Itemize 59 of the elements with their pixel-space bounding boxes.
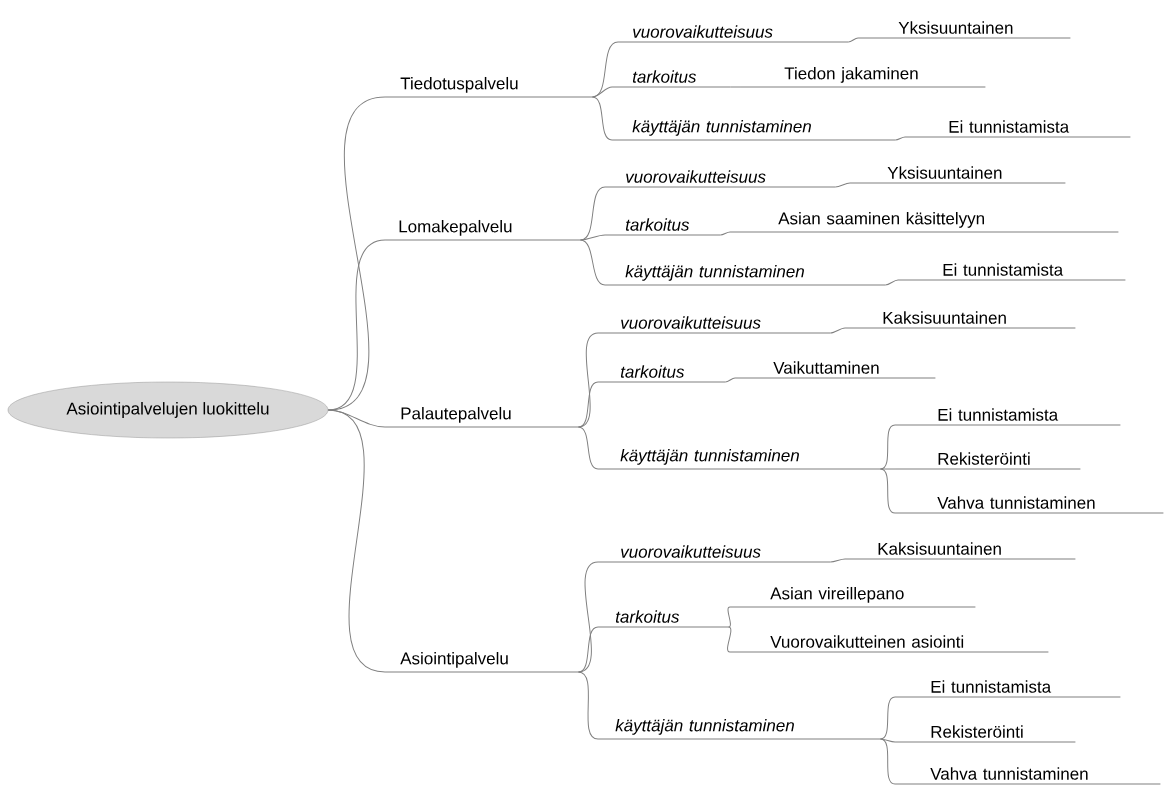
branch-label: Yksisuuntainen <box>857 21 1071 39</box>
connector-line <box>847 37 859 43</box>
branch-label: Vuorovaikutteinen asiointi <box>729 635 1049 653</box>
branch-label: Vahva tunnistaminen <box>894 767 1161 785</box>
branch-label: Rekisteröinti <box>894 725 1076 743</box>
branch-label: vuorovaikutteisuus <box>617 25 849 43</box>
branch-label: tarkoitus <box>597 610 729 628</box>
branch-label: Ei tunnistamista <box>904 120 1131 138</box>
connector-line <box>579 239 606 286</box>
branch-label: Lomakepalvelu <box>384 219 581 241</box>
branch-label: Yksisuuntainen <box>849 166 1066 184</box>
connector-line <box>577 626 599 673</box>
connector-line <box>591 86 613 98</box>
branch-label: käyttäjän tunnistaminen <box>611 119 896 141</box>
connector-line <box>834 182 851 188</box>
connector-line <box>327 409 386 673</box>
branch-label: Vaikuttaminen <box>734 361 936 379</box>
connector-line <box>879 468 896 470</box>
branch-label: vuorovaikutteisuus <box>604 170 836 188</box>
connector-line <box>879 468 896 514</box>
branch-label: Kaksisuuntainen <box>844 542 1076 560</box>
branch-label: käyttäjän tunnistaminen <box>604 264 886 286</box>
connector-line <box>829 558 846 563</box>
connector-line <box>879 738 896 743</box>
connector-line <box>327 239 386 411</box>
branch-label: käyttäjän tunnistaminen <box>597 448 881 470</box>
connector-line <box>879 696 896 740</box>
connector-line <box>884 279 899 286</box>
branch-label: vuorovaikutteisuus <box>597 545 831 563</box>
connector-line <box>829 327 846 334</box>
connector-line <box>577 426 599 470</box>
branch-label: Rekisteröinti <box>894 452 1081 470</box>
connector-line <box>727 606 731 628</box>
branch-label: Tiedon jakaminen <box>739 66 986 88</box>
connector-line <box>729 86 741 88</box>
connector-line <box>727 626 732 653</box>
branch-label: tarkoitus <box>597 365 726 383</box>
connector-line <box>577 381 599 428</box>
connector-line <box>894 136 906 141</box>
branch-label: Kaksisuuntainen <box>844 311 1076 329</box>
connector-line <box>879 738 896 785</box>
branch-label: Tiedotuspalvelu <box>384 76 593 98</box>
connector-line <box>724 377 736 383</box>
branch-label: Ei tunnistamista <box>897 263 1126 281</box>
connector-line <box>577 671 599 740</box>
branch-label: Asiointipalvelu <box>384 651 579 673</box>
branch-label: Asian vireillepano <box>729 586 976 608</box>
connector-line <box>719 231 731 236</box>
connector-line <box>591 96 613 141</box>
branch-label: Ei tunnistamista <box>894 408 1121 426</box>
branch-label: Vahva tunnistaminen <box>894 496 1164 514</box>
branch-label: Asian saaminen käsittelyyn <box>729 211 1119 233</box>
branch-label: Palautepalvelu <box>384 406 579 428</box>
connector-line <box>579 234 606 241</box>
branch-label: käyttäjän tunnistaminen <box>597 718 881 740</box>
branch-label: tarkoitus <box>611 70 731 88</box>
branch-label: Ei tunnistamista <box>894 680 1121 698</box>
branch-label: vuorovaikutteisuus <box>597 316 831 334</box>
branch-label: tarkoitus <box>604 218 721 236</box>
